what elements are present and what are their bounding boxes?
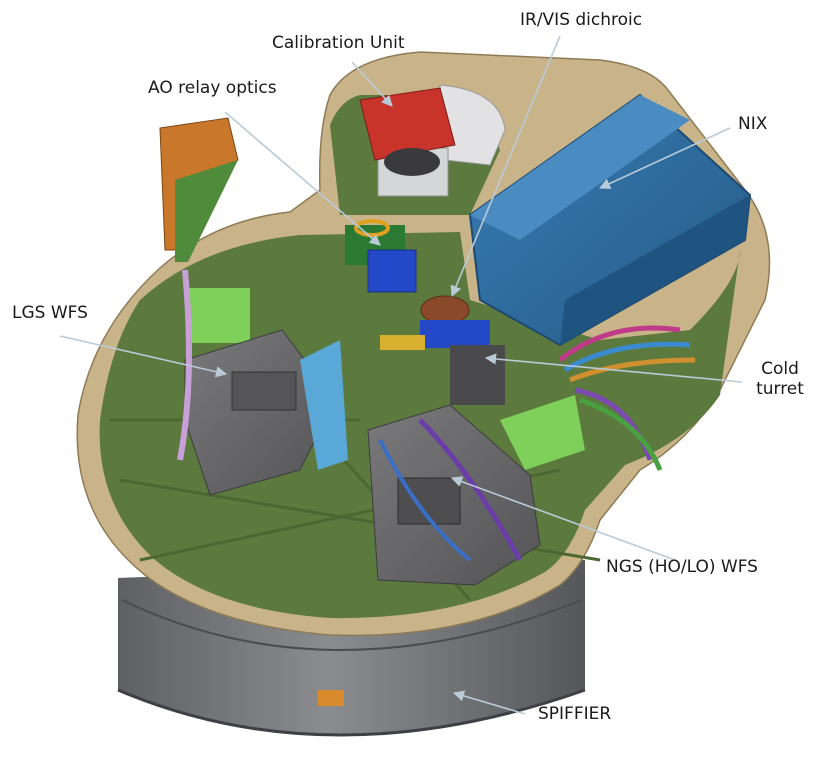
label-cold-turret-line1: Cold <box>761 359 799 379</box>
fiber-connector <box>159 117 239 262</box>
leader-calibration-unit <box>351 61 393 107</box>
leader-lines <box>59 35 743 715</box>
ngs-wfs <box>367 395 585 586</box>
label-ngs-wfs: NGS (HO/LO) WFS <box>606 557 758 577</box>
label-calibration-unit: Calibration Unit <box>272 33 405 53</box>
dichroic-turret <box>380 295 505 405</box>
leader-ngs-wfs <box>450 476 676 561</box>
leader-nix <box>598 127 731 189</box>
calibration-unit <box>359 84 506 197</box>
leader-spiffier <box>452 690 526 715</box>
label-spiffier: SPIFFIER <box>538 704 612 724</box>
leader-ir-vis-dichroic <box>450 35 561 298</box>
label-ir-vis-dichroic: IR/VIS dichroic <box>520 10 643 30</box>
label-cold-turret: Cold turret <box>748 359 812 399</box>
label-ao-relay-optics: AO relay optics <box>148 78 277 98</box>
leader-lgs-wfs <box>59 335 228 378</box>
cable-loom <box>558 325 696 471</box>
label-lgs-wfs: LGS WFS <box>12 303 88 323</box>
nix-cryostat <box>468 93 752 347</box>
leader-ao-relay-optics <box>224 111 381 246</box>
bench-grooves <box>110 298 601 602</box>
spiffier-connector <box>318 690 344 706</box>
label-nix: NIX <box>738 114 768 134</box>
leader-cold-turret <box>484 353 743 383</box>
cold-turret-body <box>450 345 505 405</box>
label-cold-turret-line2: turret <box>756 379 804 399</box>
